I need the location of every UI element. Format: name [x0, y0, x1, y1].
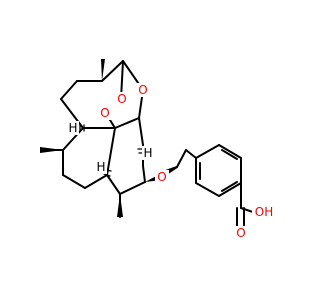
bond [60, 80, 78, 100]
atom-labels: O O O O O OH H H H [67, 83, 276, 240]
bond [60, 98, 84, 129]
bond [142, 165, 146, 183]
double-bond [221, 149, 238, 160]
oxygen-label: O [100, 106, 109, 120]
oxygen-label: O [157, 170, 166, 184]
bond [62, 174, 86, 189]
hydrogen-label: H [96, 160, 105, 174]
bond [106, 127, 116, 176]
hydrogen-label: H [143, 146, 152, 160]
bond [84, 174, 108, 189]
oxygen-label: O [138, 83, 147, 97]
wedge-bond [40, 147, 63, 153]
wedge-bond [101, 59, 105, 81]
bond [114, 117, 140, 129]
oxygen-label: O [117, 92, 126, 106]
hydrogen-label: H [68, 121, 77, 135]
bond [119, 181, 146, 195]
hydroxyl-label: OH [255, 205, 273, 219]
double-bond [221, 181, 238, 192]
bond [101, 60, 124, 82]
bond [138, 117, 144, 146]
bond [185, 149, 197, 159]
bond [218, 144, 242, 159]
bond [218, 182, 242, 197]
molecule-structure: O O O O O OH H H H [40, 59, 276, 240]
bond [176, 149, 187, 168]
bond [106, 174, 121, 195]
bond [195, 182, 220, 197]
oxygen-label: O [236, 226, 245, 240]
double-bonds [199, 149, 245, 230]
wedge-bond [117, 194, 123, 217]
bond [195, 144, 220, 159]
